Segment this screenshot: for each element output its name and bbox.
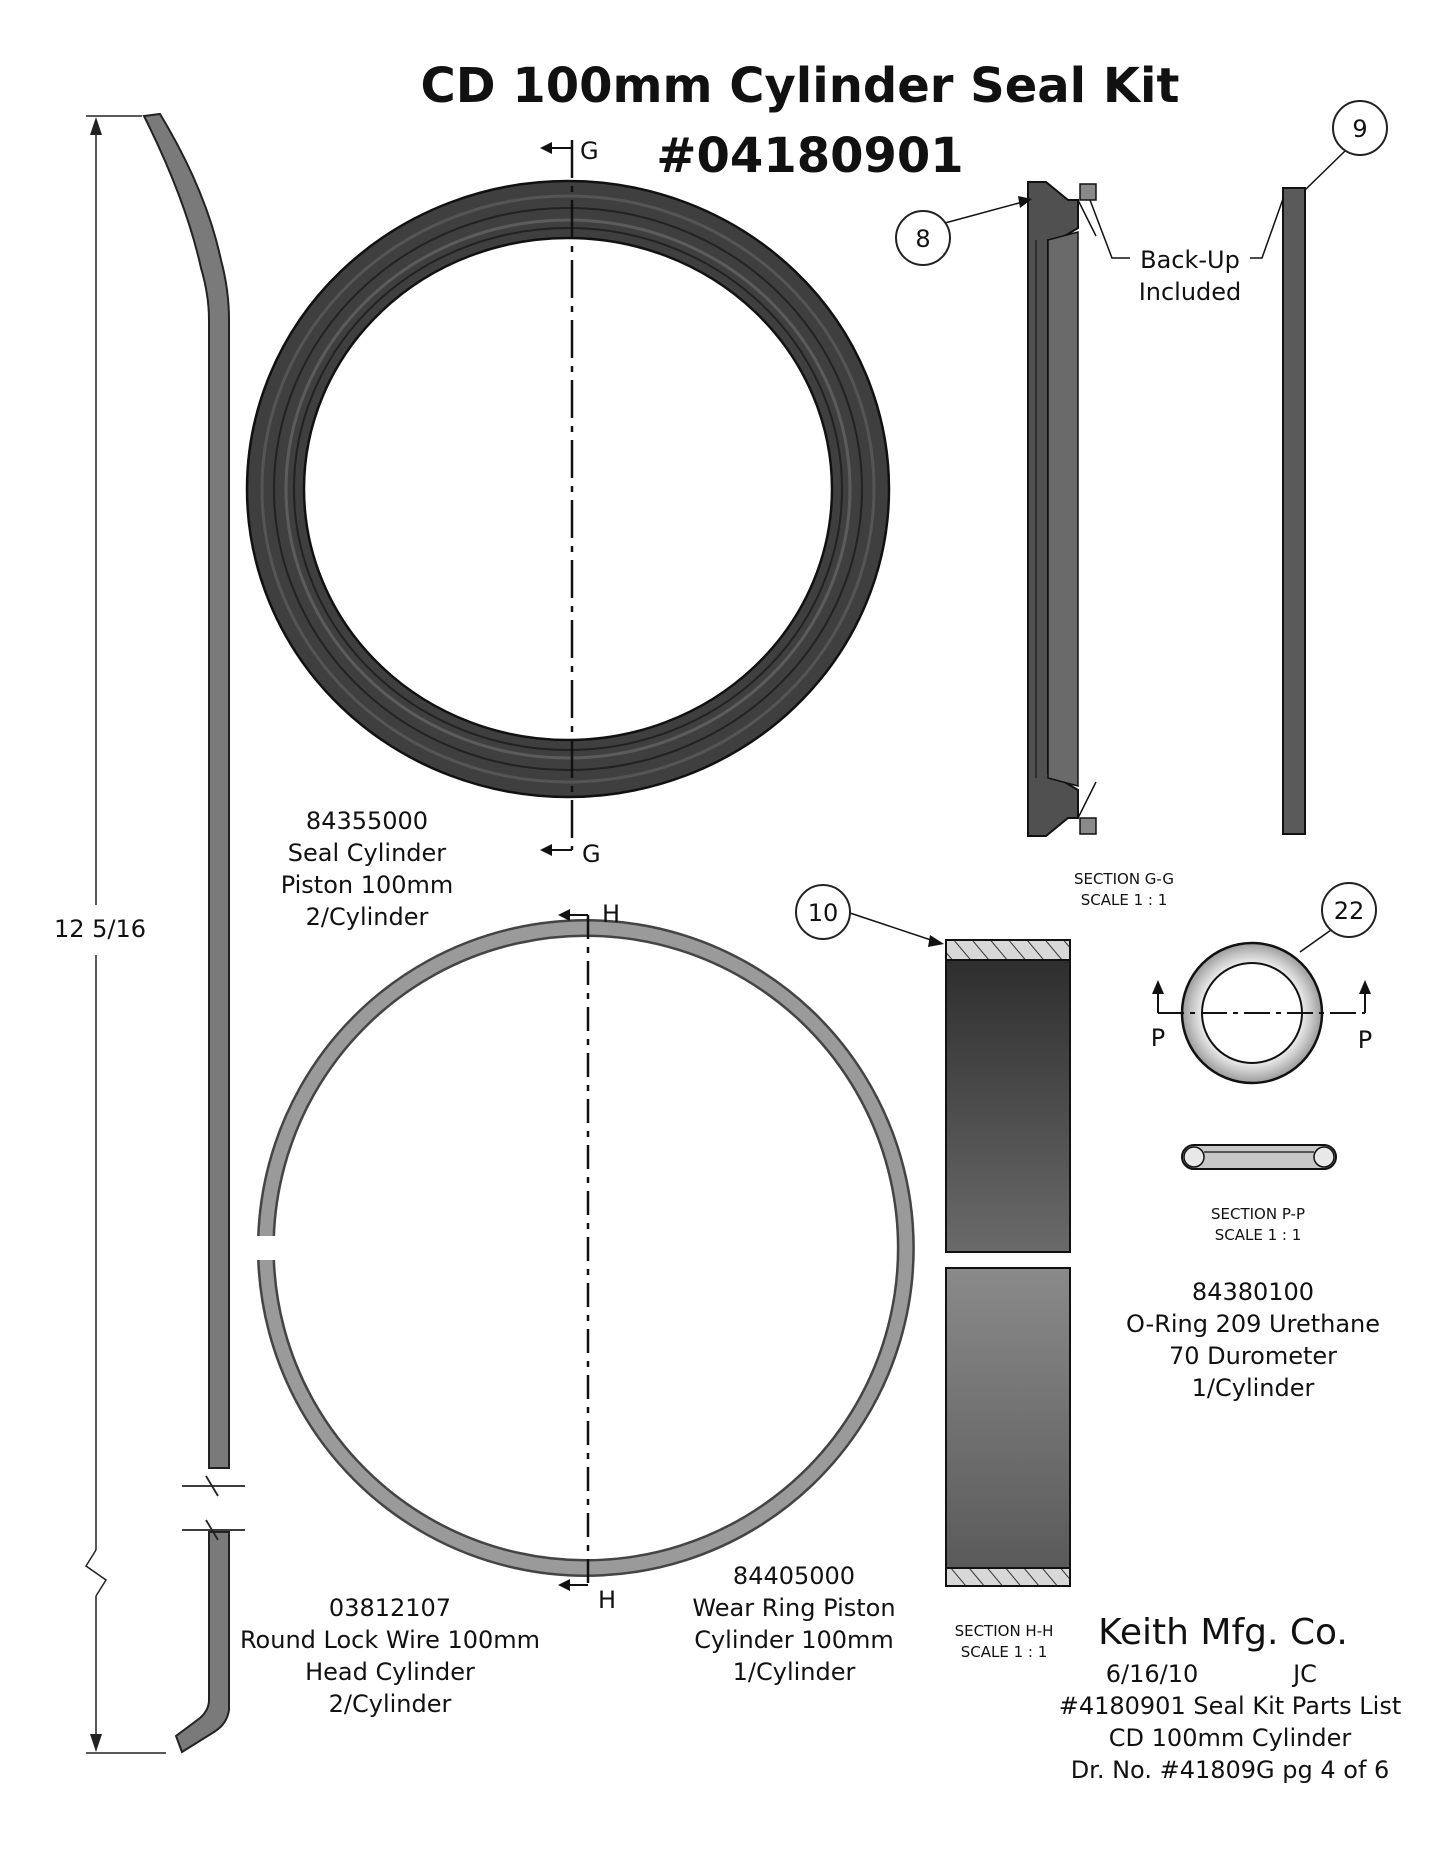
section-hh-name: SECTION H-H: [955, 1622, 1054, 1640]
balloon-8: 8: [895, 210, 951, 266]
wear-ring-part-number: 84405000: [733, 1562, 855, 1590]
wear-ring-qty: 1/Cylinder: [733, 1658, 856, 1686]
title-block-line1: #4180901 Seal Kit Parts List: [1059, 1692, 1402, 1720]
o-ring-qty: 1/Cylinder: [1192, 1374, 1315, 1402]
title-block-line2: CD 100mm Cylinder: [1109, 1724, 1352, 1752]
section-pp-scale: SCALE 1 : 1: [1215, 1226, 1302, 1244]
lock-wire-part-number: 03812107: [329, 1594, 451, 1622]
section-p-mark-right: P: [1358, 1026, 1372, 1054]
balloon-9: 9: [1332, 100, 1388, 156]
length-dimension-text: 12 5/16: [54, 915, 146, 943]
seal-cylinder-part-number: 84355000: [306, 807, 428, 835]
o-ring-desc-1: O-Ring 209 Urethane: [1126, 1310, 1380, 1338]
section-h-mark-top: H: [602, 900, 620, 928]
section-pp-profile: [1181, 1144, 1337, 1170]
section-h-mark-bottom: H: [598, 1586, 616, 1614]
seal-cylinder-desc-1: Seal Cylinder: [288, 839, 447, 867]
overall-length-dimension: 12 5/16: [54, 115, 166, 1754]
seal-cylinder-ring-drawing: [245, 140, 891, 856]
o-ring-top-view: [1152, 941, 1371, 1085]
drawing-date: 6/16/10: [1106, 1660, 1199, 1688]
o-ring-part-number: 84380100: [1192, 1278, 1314, 1306]
section-g-mark-top: G: [580, 137, 599, 165]
balloon-10: 10: [795, 884, 851, 940]
section-gg-name: SECTION G-G: [1074, 870, 1174, 888]
section-gg-profile: [1027, 181, 1097, 837]
title-line-2: #04180901: [656, 128, 963, 184]
section-g-mark-bottom: G: [582, 840, 601, 868]
lock-wire-drawing: [142, 112, 245, 1754]
wear-ring-desc-1: Wear Ring Piston: [692, 1594, 895, 1622]
wear-ring-drawing: [254, 909, 915, 1591]
title-block-line3: Dr. No. #41809G pg 4 of 6: [1071, 1756, 1390, 1784]
lock-wire-desc-2: Head Cylinder: [305, 1658, 475, 1686]
title-line-1: CD 100mm Cylinder Seal Kit: [421, 58, 1180, 114]
lock-wire-desc-1: Round Lock Wire 100mm: [240, 1626, 540, 1654]
item-9-strip: [1282, 187, 1306, 835]
svg-text:10: 10: [808, 899, 839, 927]
svg-text:9: 9: [1352, 115, 1367, 143]
svg-text:8: 8: [915, 225, 930, 253]
company-name: Keith Mfg. Co.: [1098, 1612, 1348, 1653]
o-ring-desc-2: 70 Durometer: [1169, 1342, 1337, 1370]
section-hh-profile: [938, 939, 1078, 1587]
backup-callout-line1: Back-Up: [1140, 246, 1240, 274]
section-pp-name: SECTION P-P: [1211, 1205, 1305, 1223]
section-gg-scale: SCALE 1 : 1: [1081, 891, 1168, 909]
balloon-22: 22: [1321, 882, 1377, 938]
section-hh-scale: SCALE 1 : 1: [961, 1643, 1048, 1661]
seal-cylinder-desc-2: Piston 100mm: [281, 871, 454, 899]
svg-text:22: 22: [1334, 897, 1365, 925]
backup-callout-line2: Included: [1139, 278, 1242, 306]
lock-wire-qty: 2/Cylinder: [329, 1690, 452, 1718]
section-p-mark-left: P: [1151, 1024, 1165, 1052]
seal-cylinder-qty: 2/Cylinder: [306, 903, 429, 931]
wear-ring-desc-2: Cylinder 100mm: [694, 1626, 894, 1654]
drawer-initials: JC: [1291, 1660, 1317, 1688]
